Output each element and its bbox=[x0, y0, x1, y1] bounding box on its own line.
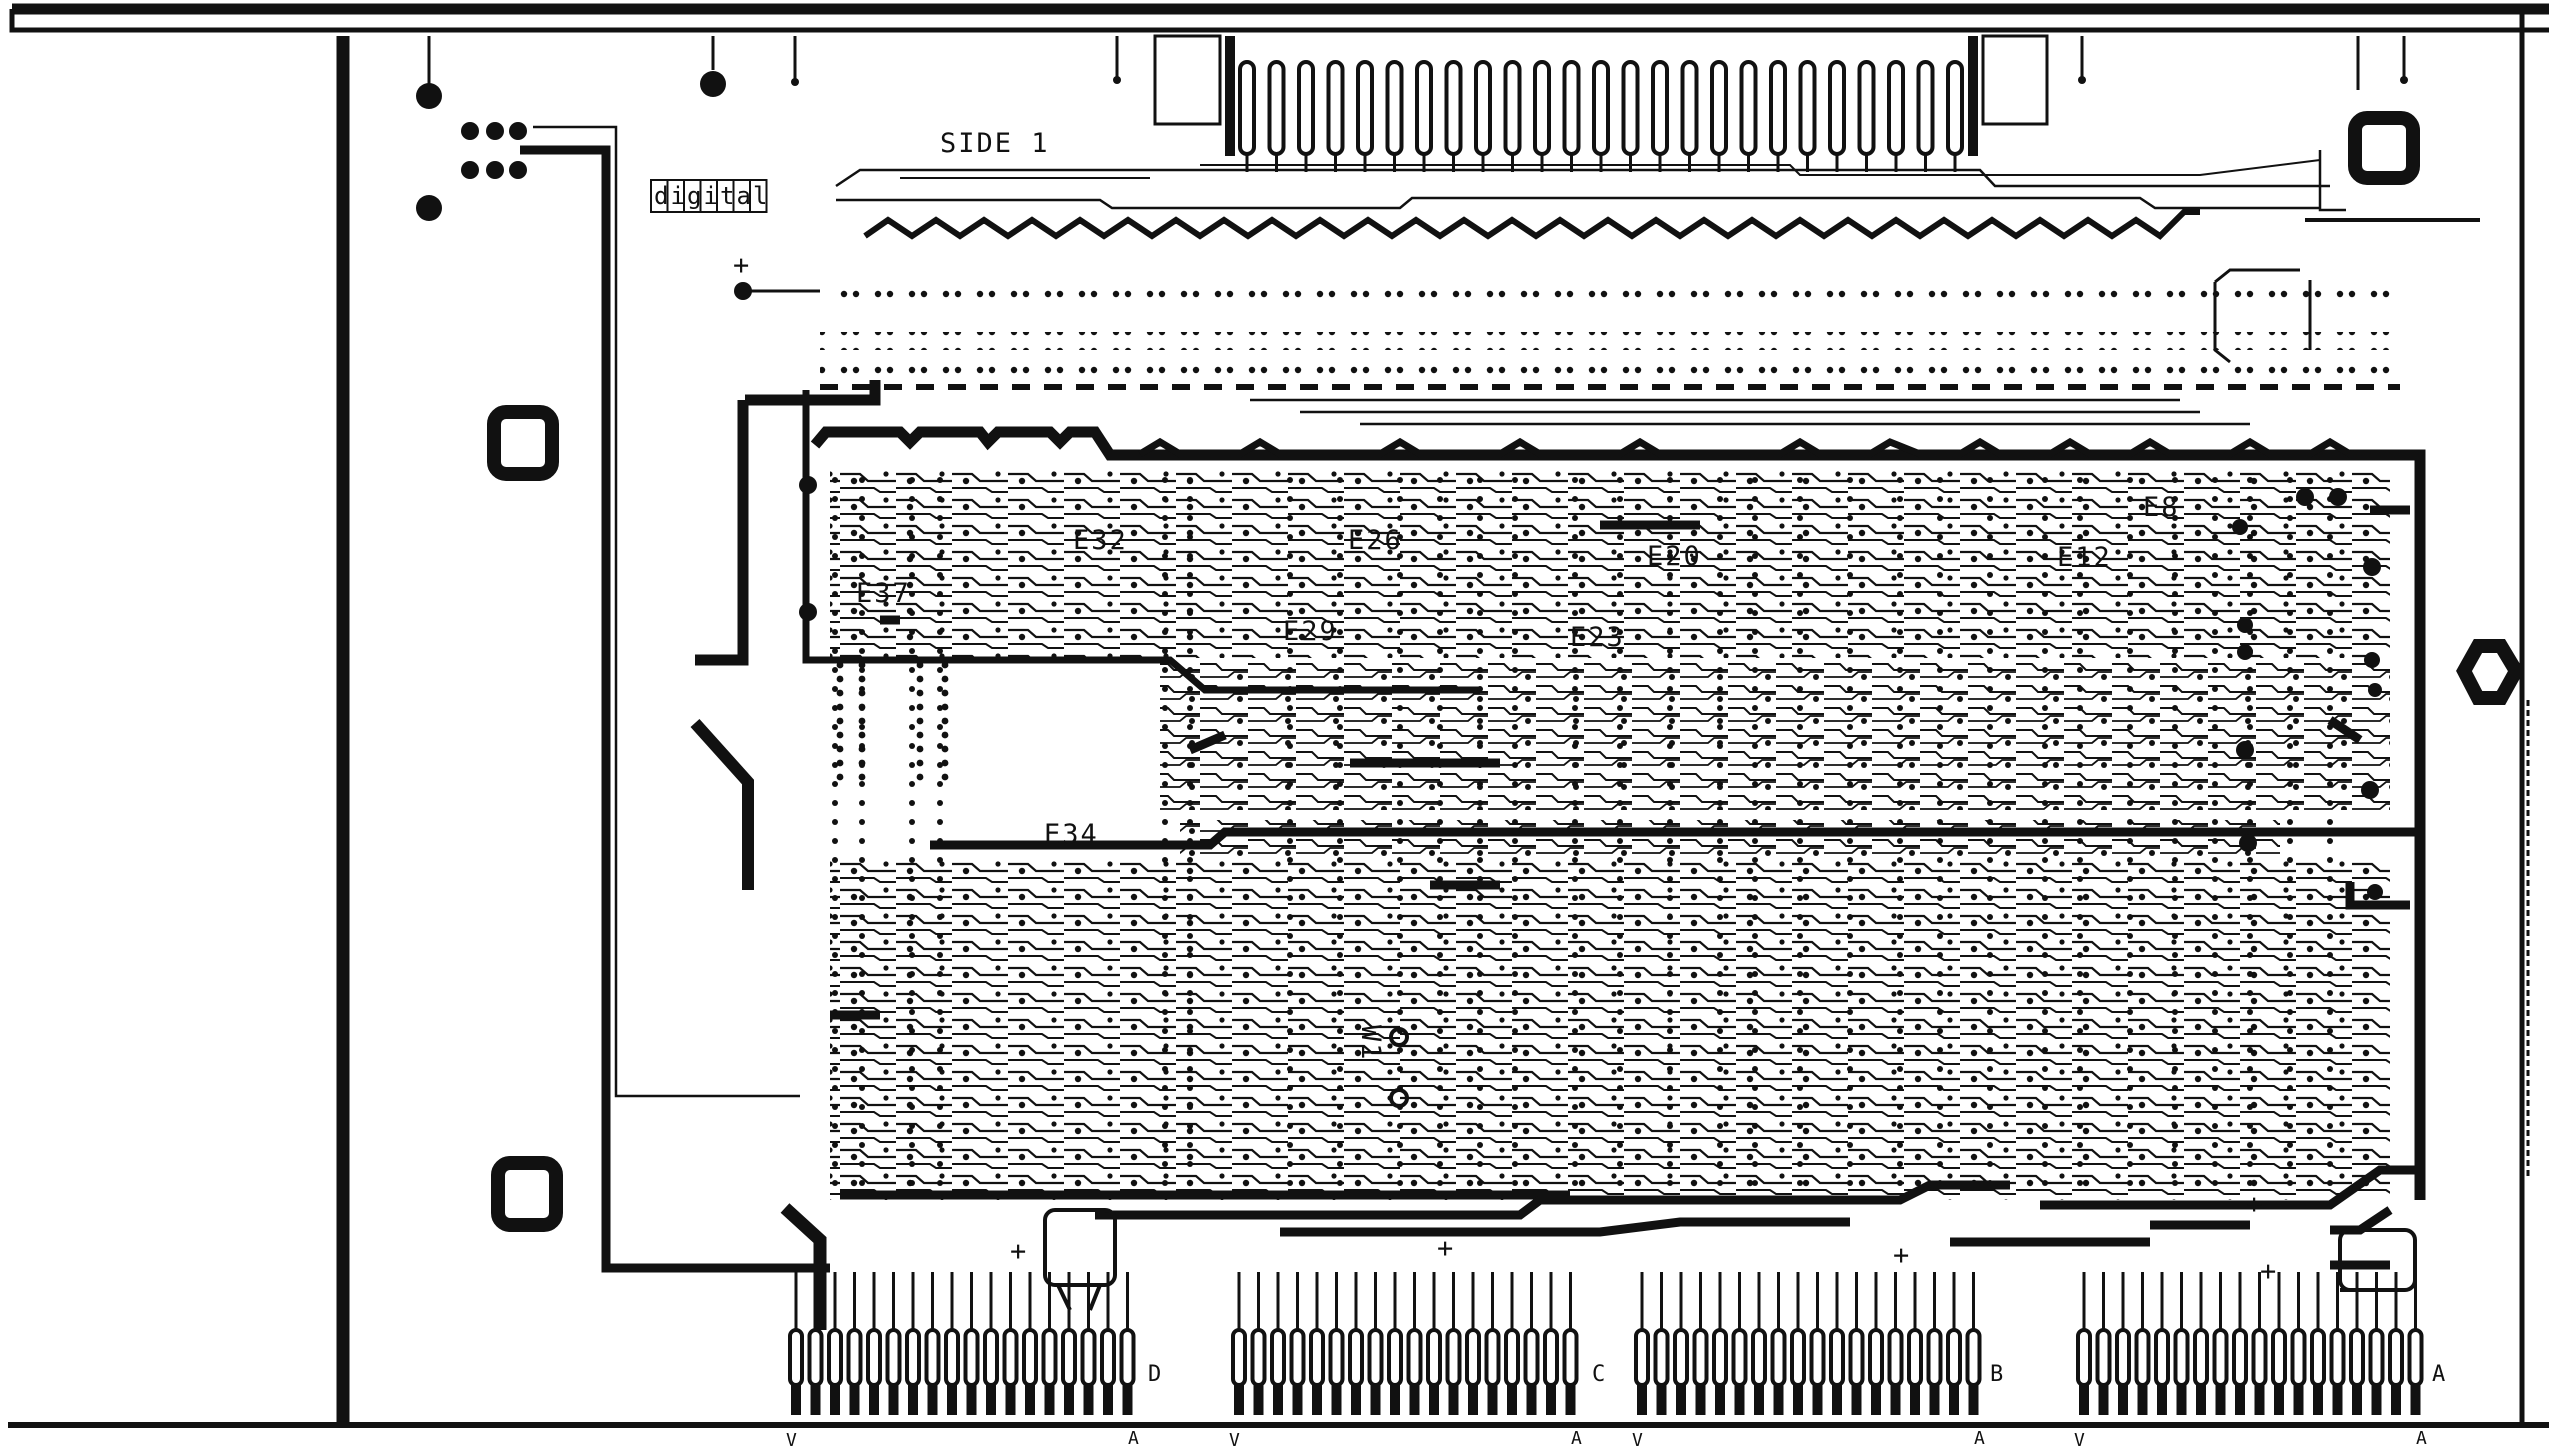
connector-letter: C bbox=[1592, 1362, 1605, 1387]
edge-connector-a: A V A bbox=[2074, 1272, 2445, 1447]
ic-footprints bbox=[832, 477, 2333, 1186]
logo-letter: a bbox=[737, 182, 752, 210]
chip-label: E32 bbox=[1073, 525, 1128, 556]
chip-label: E34 bbox=[1044, 819, 1099, 850]
connector-v-mark: V bbox=[1229, 1430, 1240, 1447]
polarity-mark: + bbox=[1437, 1233, 1455, 1264]
polarity-mark: + bbox=[1010, 1236, 1028, 1267]
connector-letter: B bbox=[1990, 1362, 2003, 1387]
connector-letter: A bbox=[2432, 1362, 2445, 1387]
top-zigzag-traces bbox=[835, 150, 2480, 240]
edge-connector-d: D V A bbox=[786, 1272, 1161, 1447]
chip-label: E37 bbox=[856, 578, 911, 609]
logo-letter: l bbox=[753, 182, 768, 210]
logo-letter: t bbox=[720, 182, 735, 210]
edge-connector-c: C V A bbox=[1229, 1272, 1605, 1447]
top-left-pads bbox=[416, 36, 2408, 221]
chip-label: E23 bbox=[1570, 622, 1625, 653]
connector-a-mark: A bbox=[1571, 1428, 1582, 1447]
logo-letter: d bbox=[654, 182, 669, 210]
logic-trace-area-lower bbox=[830, 820, 2390, 1200]
polarity-mark: + bbox=[2246, 1189, 2264, 1220]
connector-letter: D bbox=[1148, 1362, 1161, 1387]
logo-letter: i bbox=[704, 182, 719, 210]
connector-a-mark: A bbox=[1128, 1428, 1139, 1447]
jumper-w1 bbox=[1389, 1027, 1409, 1108]
chip-label: E29 bbox=[1283, 616, 1338, 647]
logo-letter: g bbox=[687, 182, 702, 210]
connector-v-mark: V bbox=[1632, 1430, 1643, 1447]
chip-label: E26 bbox=[1348, 525, 1403, 556]
right-components bbox=[799, 476, 2383, 900]
polarity-mark: + bbox=[1893, 1240, 1911, 1271]
board-frame bbox=[8, 3, 2549, 1428]
connector-a-mark: A bbox=[2416, 1428, 2427, 1447]
edge-connector-b: B V A bbox=[1632, 1272, 2003, 1447]
polarity-mark-top: + bbox=[733, 250, 751, 281]
side-label: SIDE 1 bbox=[940, 128, 1050, 159]
jumper-label: W1 bbox=[1355, 1025, 1386, 1062]
logic-trace-area-upper bbox=[830, 468, 2390, 810]
pad-rows-top bbox=[820, 268, 2400, 426]
power-traces bbox=[830, 505, 2420, 1270]
mounting-holes bbox=[487, 111, 2525, 1232]
polarity-mark: + bbox=[2260, 1256, 2278, 1287]
top-edge-connector bbox=[1153, 34, 2049, 172]
chip-label: E20 bbox=[1647, 541, 1702, 572]
bus-rail bbox=[810, 426, 2426, 1200]
chip-label: E8 bbox=[2143, 492, 2180, 523]
connector-v-mark: V bbox=[786, 1430, 797, 1447]
connector-v-mark: V bbox=[2074, 1430, 2085, 1447]
logo-letter: i bbox=[671, 182, 686, 210]
power-rails bbox=[520, 125, 1480, 1330]
connector-a-mark: A bbox=[1974, 1428, 1985, 1447]
chip-label: E12 bbox=[2057, 542, 2112, 573]
